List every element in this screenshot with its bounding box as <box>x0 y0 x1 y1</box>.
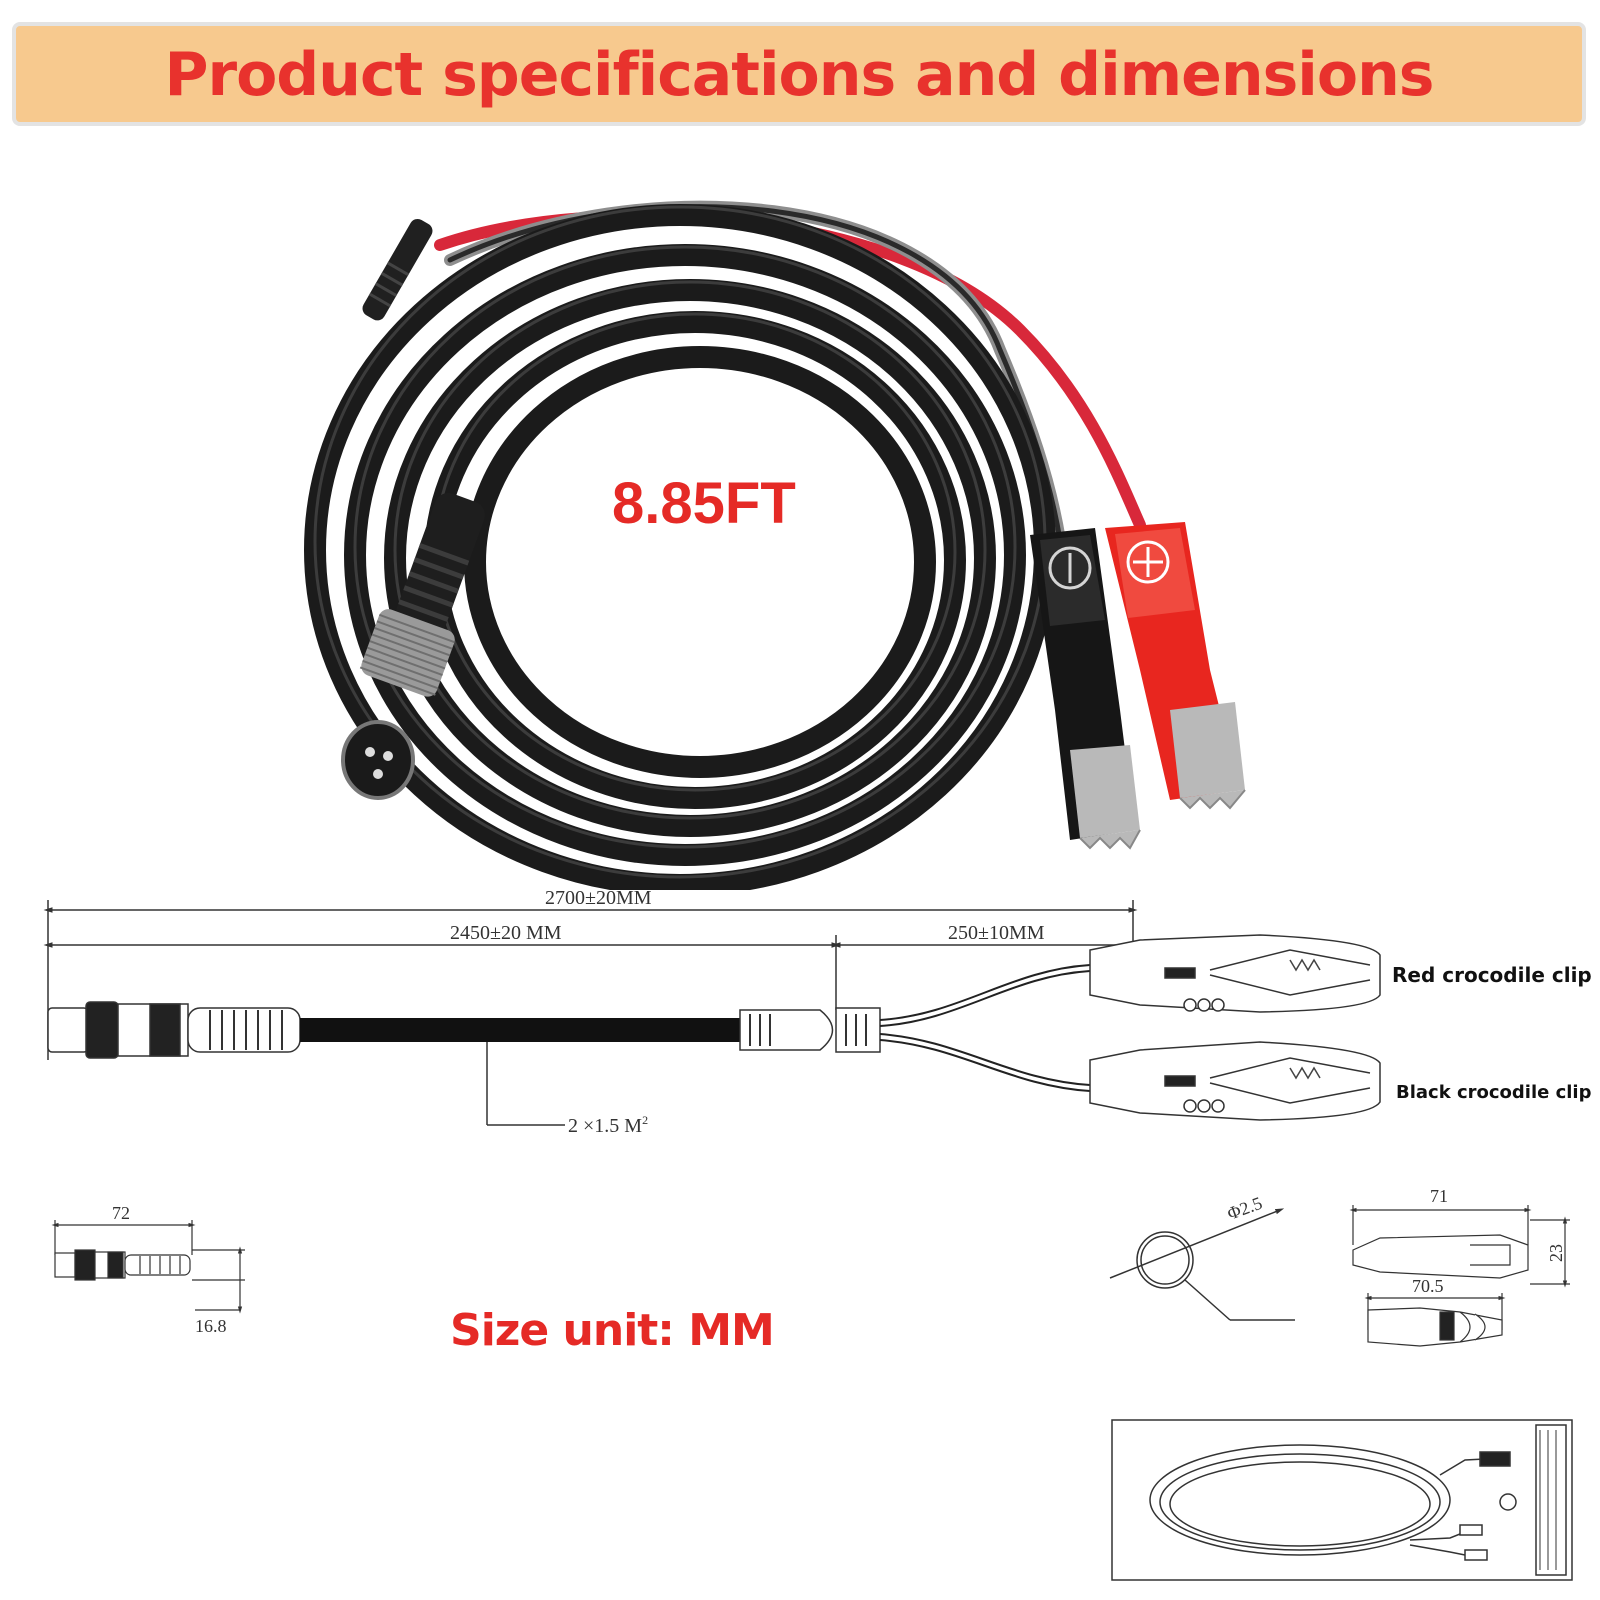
drawing-cable <box>300 1018 740 1042</box>
drawing-connector <box>47 1001 301 1059</box>
red-clip <box>1105 522 1246 810</box>
connector-detail <box>51 1220 245 1314</box>
ring-detail <box>1109 1208 1295 1321</box>
black-clip-label: Black crocodile clip <box>1396 1082 1592 1103</box>
banner-title: Product specifications and dimensions <box>164 40 1435 110</box>
clip-side-detail <box>1349 1205 1570 1288</box>
splitter <box>362 218 433 321</box>
technical-drawing: 2700±20MM 2450±20 MM 250±10MM <box>43 887 1592 1581</box>
title-banner: Product specifications and dimensions <box>12 22 1586 126</box>
aviation-connector <box>359 492 485 697</box>
clip-jaw-length-text: 70.5 <box>1412 1276 1444 1296</box>
total-length-text: 2700±20MM <box>545 887 652 909</box>
connector-length-text: 72 <box>112 1203 130 1223</box>
cable-length-label: 8.85FT <box>612 471 796 536</box>
black-clip <box>1030 528 1141 850</box>
main-length-text: 2450±20 MM <box>450 922 562 944</box>
red-clip-label: Red crocodile clip <box>1392 963 1592 987</box>
package-detail <box>1111 1419 1573 1581</box>
drawing-red-clip <box>1089 934 1381 1013</box>
drawing-splitter <box>739 1007 881 1053</box>
drawing-black-clip <box>1089 1041 1381 1121</box>
clip-length-text: 71 <box>1430 1186 1448 1206</box>
clip-height-text: 23 <box>1546 1244 1566 1262</box>
clip-jaw-detail <box>1364 1293 1506 1347</box>
cable-photo <box>304 200 1246 890</box>
size-unit-label: Size unit: MM <box>450 1305 775 1356</box>
connector-diameter-text: 16.8 <box>195 1316 227 1336</box>
branch-length-text: 250±10MM <box>948 922 1045 944</box>
wire-spec-text: 2 ×1.5 M2 <box>568 1113 648 1137</box>
